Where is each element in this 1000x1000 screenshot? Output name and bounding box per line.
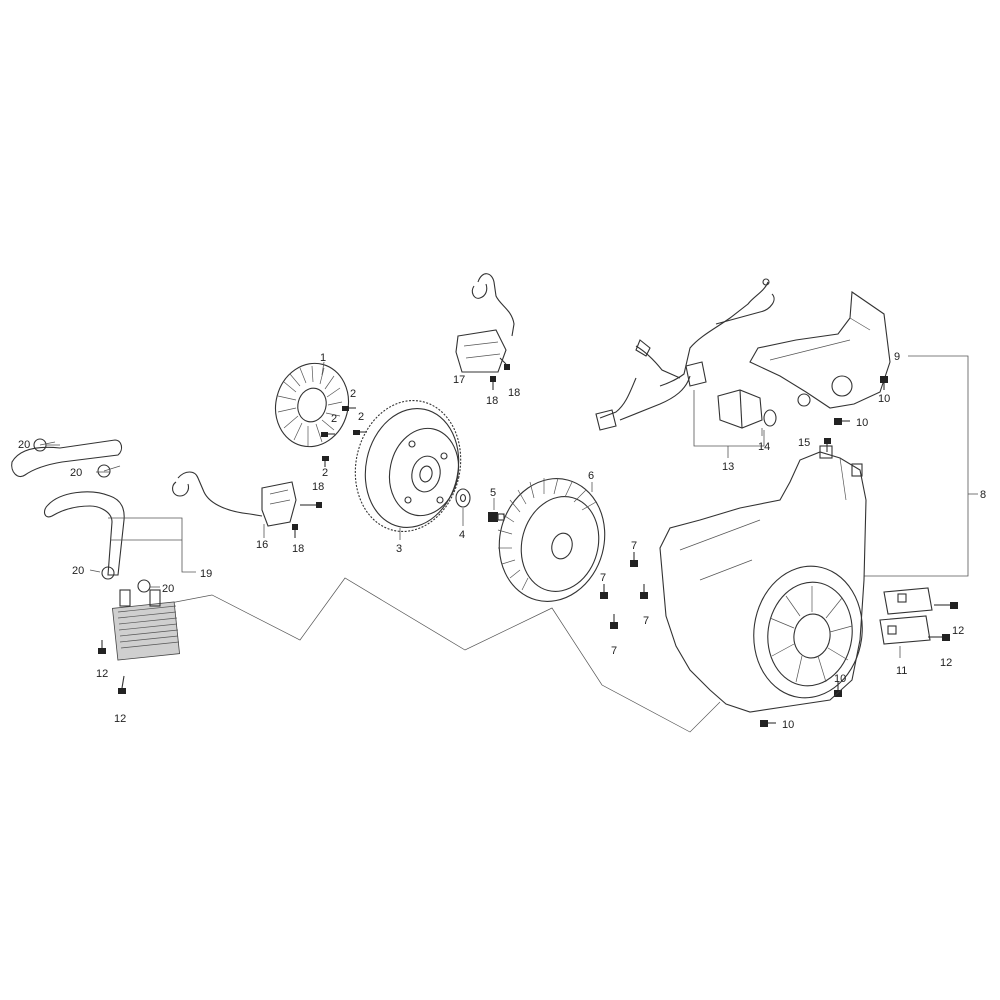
leader-13 bbox=[693, 390, 765, 447]
callout-20: 20 bbox=[18, 439, 30, 451]
callout-17: 17 bbox=[453, 374, 465, 386]
part-16-ignition-coil bbox=[171, 471, 297, 527]
part-4-washer bbox=[455, 488, 471, 508]
callout-8: 8 bbox=[980, 489, 986, 501]
callout-11: 11 bbox=[896, 665, 907, 677]
assembly-reference-line bbox=[159, 577, 721, 733]
callout-7: 7 bbox=[611, 645, 617, 657]
part-13-wiring-harness bbox=[595, 278, 775, 431]
callout-2: 2 bbox=[350, 388, 356, 400]
callout-4: 4 bbox=[459, 529, 465, 541]
callout-10: 10 bbox=[834, 673, 846, 685]
part-19-cooler-hose-assembly bbox=[11, 439, 180, 661]
bolts-10 bbox=[760, 376, 888, 727]
callout-18: 18 bbox=[508, 387, 520, 399]
part-17-ignition-coil bbox=[455, 273, 515, 373]
bolts-18 bbox=[292, 357, 510, 538]
callout-7: 7 bbox=[600, 572, 606, 584]
callout-10: 10 bbox=[856, 417, 868, 429]
callout-10: 10 bbox=[782, 719, 794, 731]
callout-20: 20 bbox=[162, 583, 174, 595]
callout-3: 3 bbox=[396, 543, 402, 555]
callout-18: 18 bbox=[292, 543, 304, 555]
bolt-15 bbox=[824, 438, 831, 452]
callout-19: 19 bbox=[200, 568, 212, 580]
callout-2: 2 bbox=[322, 467, 328, 479]
callout-6: 6 bbox=[588, 470, 594, 482]
callout-7: 7 bbox=[631, 540, 637, 552]
part-9-bracket bbox=[749, 291, 891, 409]
callout-18: 18 bbox=[312, 481, 324, 493]
callout-12: 12 bbox=[96, 668, 108, 680]
bolts-7 bbox=[600, 552, 648, 629]
callout-12: 12 bbox=[952, 625, 964, 637]
part-5-nut bbox=[488, 512, 505, 522]
callout-labels: 1 2 2 2 2 3 4 5 6 7 7 7 7 8 9 10 10 10 1… bbox=[18, 351, 986, 731]
part-14-solenoid bbox=[717, 389, 777, 429]
leader-20c bbox=[89, 569, 101, 573]
callout-2: 2 bbox=[331, 413, 337, 425]
part-3-flywheel bbox=[354, 399, 462, 533]
callout-10: 10 bbox=[878, 393, 890, 405]
leader-19 bbox=[108, 517, 196, 573]
callout-14: 14 bbox=[758, 441, 770, 453]
callout-20: 20 bbox=[72, 565, 84, 577]
callout-16: 16 bbox=[256, 539, 268, 551]
part-1-stator bbox=[275, 362, 349, 448]
bolts-12-left bbox=[98, 640, 126, 694]
callout-15: 15 bbox=[798, 437, 810, 449]
bolts-12-right bbox=[928, 602, 958, 641]
callout-20: 20 bbox=[70, 467, 82, 479]
part-8-fan-shroud bbox=[659, 445, 867, 713]
callout-5: 5 bbox=[490, 487, 496, 499]
leader-1 bbox=[321, 361, 325, 376]
callout-2: 2 bbox=[358, 411, 364, 423]
callout-7: 7 bbox=[643, 615, 649, 627]
callout-18: 18 bbox=[486, 395, 498, 407]
hose-clamps-20 bbox=[33, 438, 151, 593]
callout-9: 9 bbox=[894, 351, 900, 363]
callout-12: 12 bbox=[940, 657, 952, 669]
callout-1: 1 bbox=[320, 352, 326, 364]
callout-13: 13 bbox=[722, 461, 734, 473]
part-11-rectifier bbox=[879, 587, 933, 645]
callout-12: 12 bbox=[114, 713, 126, 725]
leader-8 bbox=[864, 355, 969, 577]
part-6-cooling-fan bbox=[497, 477, 606, 602]
